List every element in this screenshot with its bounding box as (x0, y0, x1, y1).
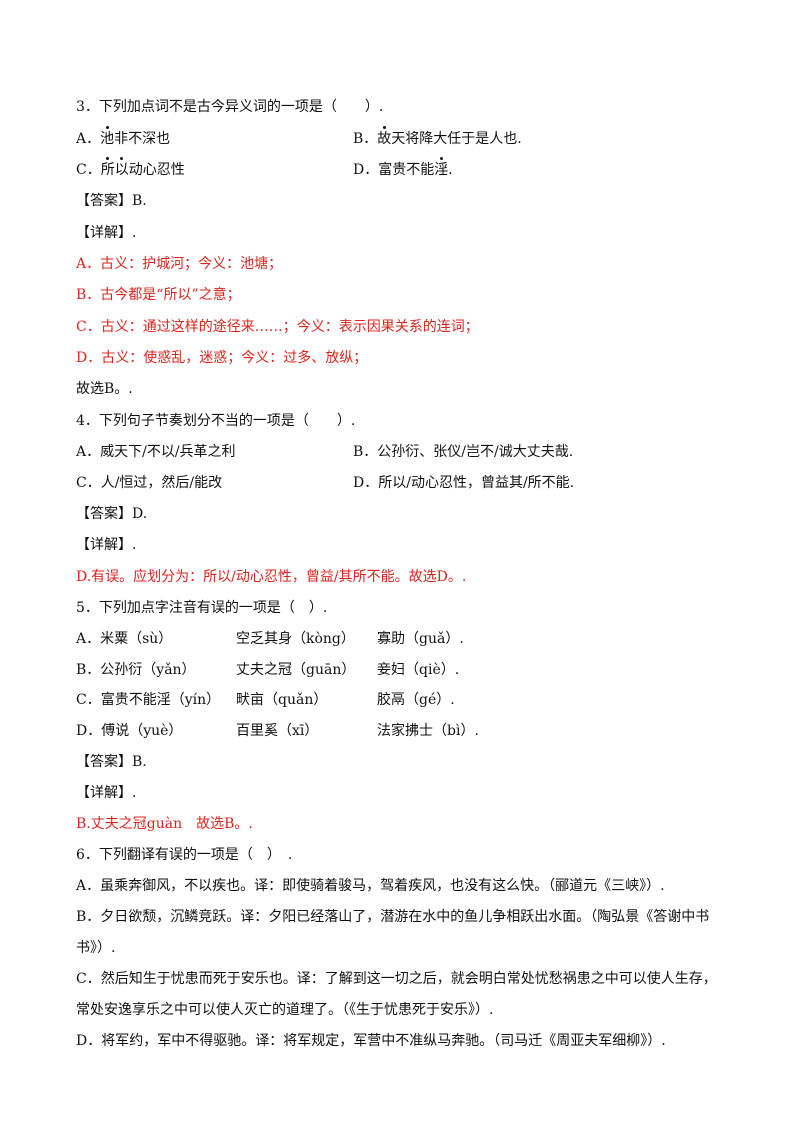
q4-answer: 【答案】D. (76, 506, 148, 522)
option-text: 天将降大任于是人也. (391, 131, 522, 147)
q5-option-b-1: B．公孙衍（yǎn） (76, 662, 196, 678)
q4-explanation: D.有误。应划分为：所以/动心忍性，曾益/其所不能。故选D。. (76, 569, 467, 585)
q6-option-c-line2: 常处安逸享乐之中可以使人灭亡的道理了。（《生于忧患死于安乐》）. (76, 1002, 494, 1018)
q4-option-a: A．威天下/不以/兵革之利 (76, 444, 236, 460)
dotted-char: 淫 (434, 157, 449, 178)
q5-option-a-1: A．米粟（sù） (76, 631, 173, 647)
dotted-char: 池 (100, 126, 115, 147)
q6-option-a: A．虽乘奔御风，不以疾也。译：即使骑着骏马，驾着疾风，也没有这么快。（郦道元《三… (76, 878, 665, 894)
q6-option-b-line2: 书》）. (76, 940, 116, 956)
q3-stem: 3．下列加点词不是古今异义词的一项是（ ）. (76, 99, 384, 115)
option-text: . (448, 162, 453, 178)
q5-option-b-3: 妾妇（qiè）. (377, 662, 460, 678)
q3-explanation-d: D．古义：使惑乱，迷惑；今义：过多、放纵； (76, 350, 368, 366)
q3-option-c: C．所以动心忍性 (76, 157, 185, 180)
q5-explanation: B.丈夫之冠guàn 故选B。. (76, 816, 253, 832)
q5-option-d-2: 百里奚（xī） (236, 723, 319, 739)
dotted-char: 所 (100, 157, 115, 178)
q6-option-b-line1: B．夕日欲颓，沉鳞竞跃。译：夕阳已经落山了，潜游在水中的鱼儿争相跃出水面。（陶弘… (76, 909, 710, 925)
q4-stem: 4．下列句子节奏划分不当的一项是（ ）. (76, 413, 356, 429)
q5-option-c-1: C．富贵不能淫（yín） (76, 692, 221, 708)
q4-option-d: D．所以/动心忍性，曾益其/所不能. (353, 475, 575, 491)
q4-detail-label: 【详解】. (76, 537, 137, 553)
q5-option-a-3: 寡助（guǎ）. (377, 631, 464, 647)
q5-option-c-2: 畎亩（quǎn） (236, 692, 328, 708)
option-letter: C． (76, 162, 101, 178)
option-text: 富贵不能 (378, 162, 435, 178)
q4-option-b: B．公孙衍、张仪/岂不/诚大丈夫哉. (353, 444, 574, 460)
q3-explanation-b: B．古今都是“所以”之意； (76, 287, 241, 303)
option-text: 动心忍性 (128, 162, 185, 178)
q6-option-d: D．将军约，军中不得驱驰。译：将军规定，军营中不准纵马奔驰。（司马迁《周亚夫军细… (76, 1033, 666, 1049)
q5-option-c-3: 胶鬲（gé）. (377, 692, 455, 708)
q5-option-a-2: 空乏其身（kòng） (236, 631, 355, 647)
q5-option-d-3: 法家拂士（bì）. (377, 723, 479, 739)
option-text: 非不深也 (114, 131, 171, 147)
dotted-char: 以 (114, 157, 129, 178)
q6-option-c-line1: C．然后知生于忧患而死于安乐也。译：了解到这一切之后，就会明白常处忧愁祸患之中可… (76, 971, 717, 987)
q5-detail-label: 【详解】. (76, 785, 137, 801)
q3-conclusion: 故选B。. (76, 381, 133, 397)
q3-option-d: D．富贵不能淫. (353, 157, 453, 180)
q3-option-b: B．故天将降大任于是人也. (353, 126, 522, 149)
dotted-char: 故 (377, 126, 392, 147)
q5-answer: 【答案】B. (76, 754, 147, 770)
q4-option-c: C．人/恒过，然后/能改 (76, 475, 223, 491)
option-letter: B． (353, 131, 378, 147)
q6-stem: 6．下列翻译有误的一项是（ ） . (76, 847, 293, 863)
q3-explanation-c: C．古义：通过这样的途径来……；今义：表示因果关系的连词； (76, 319, 479, 335)
option-letter: A． (76, 131, 101, 147)
q3-detail-label: 【详解】. (76, 225, 137, 241)
q5-stem: 5．下列加点字注音有误的一项是（ ）. (76, 600, 328, 616)
q3-answer: 【答案】B. (76, 193, 147, 209)
q3-option-a: A．池非不深也 (76, 126, 171, 149)
q5-option-d-1: D．傅说（yuè） (76, 723, 183, 739)
option-letter: D． (353, 162, 379, 178)
q5-option-b-2: 丈夫之冠（guān） (236, 662, 356, 678)
q3-explanation-a: A．古义：护城河；今义：池塘； (76, 256, 283, 272)
